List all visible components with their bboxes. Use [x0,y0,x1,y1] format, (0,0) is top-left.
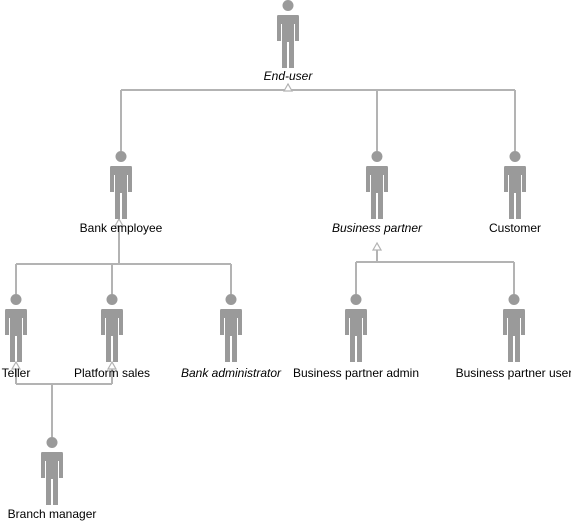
actor-label: End-user [264,69,314,83]
actor-label: Customer [489,221,541,235]
actor-label: Bank employee [80,221,163,235]
person-icon [41,437,63,505]
person-icon [101,294,123,362]
actor-bank-administrator: Bank administrator [181,294,282,380]
person-icon [110,151,132,219]
person-icon [366,151,388,219]
actor-business-partner-user: Business partner user [456,294,571,380]
generalization-connectors [10,82,516,437]
actor-label: Bank administrator [181,366,282,380]
actor-label: Business partner user [456,366,571,380]
person-icon [220,294,242,362]
actor-platform-sales: Platform sales [74,294,150,380]
actor-label: Business partner [332,221,423,235]
actor-label: Business partner admin [293,366,419,380]
actor-label: Branch manager [8,507,97,521]
person-icon [5,294,27,362]
actor-bank-employee: Bank employee [80,151,163,235]
person-icon [503,294,525,362]
actor-business-partner: Business partner [332,151,423,235]
person-icon [345,294,367,362]
generalization-arrowhead [106,360,118,370]
actor-business-partner-admin: Business partner admin [293,294,419,380]
actor-label: Teller [2,366,31,380]
generalization-arrowhead [371,241,383,251]
actor-label: Platform sales [74,366,150,380]
generalization-arrowhead [282,82,294,92]
actor-teller: Teller [2,294,31,380]
generalization-arrowhead [10,360,22,370]
person-icon [277,0,299,68]
person-icon [504,151,526,219]
actor-customer: Customer [489,151,541,235]
actor-end-user: End-user [264,0,314,83]
generalization-arrowhead [113,217,125,227]
actor-branch-manager: Branch manager [8,437,97,521]
